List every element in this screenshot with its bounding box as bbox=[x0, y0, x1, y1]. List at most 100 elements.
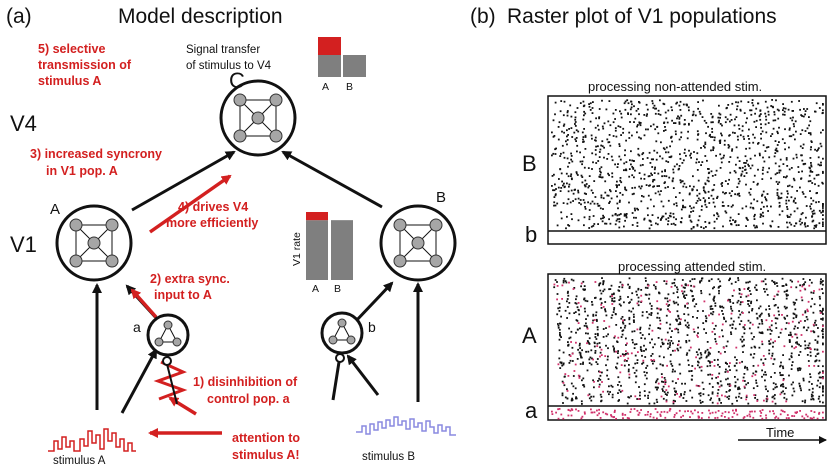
raster-top-spike bbox=[665, 146, 668, 149]
raster-bottom-spike bbox=[635, 375, 638, 378]
raster-bottom-spike bbox=[593, 386, 595, 389]
raster-bottom-control-spike bbox=[577, 374, 580, 377]
raster-top-spike bbox=[809, 207, 812, 210]
raster-top-spike bbox=[822, 223, 824, 226]
raster-top-spike bbox=[680, 136, 682, 139]
raster-top-spike bbox=[787, 192, 789, 195]
raster-bottom-spike bbox=[603, 288, 606, 291]
raster-control-a-spike bbox=[736, 413, 739, 416]
raster-bottom-control-spike bbox=[812, 323, 815, 326]
raster-control-a-spike bbox=[557, 408, 559, 411]
raster-bottom-control-spike bbox=[651, 329, 654, 332]
raster-top-spike bbox=[574, 125, 577, 127]
raster-top-spike bbox=[746, 159, 748, 162]
raster-bottom-spike bbox=[588, 358, 591, 361]
raster-bottom-spike bbox=[709, 364, 712, 367]
raster-bottom-control-spike bbox=[586, 342, 588, 345]
raster-bottom-control-spike bbox=[630, 352, 633, 355]
raster-bottom-spike bbox=[811, 297, 813, 300]
raster-top-spike bbox=[654, 166, 656, 169]
raster-bottom-spike bbox=[585, 318, 587, 320]
raster-bottom-spike bbox=[816, 340, 819, 343]
raster-top-spike bbox=[808, 174, 811, 177]
raster-bottom-spike bbox=[686, 307, 689, 309]
raster-control-a-spike bbox=[581, 415, 584, 418]
raster-top-spike bbox=[634, 117, 637, 120]
raster-bottom-spike bbox=[785, 297, 788, 300]
raster-top-spike bbox=[670, 136, 672, 139]
raster-top-spike bbox=[589, 120, 592, 123]
raster-top-spike bbox=[696, 189, 698, 192]
raster-top-spike bbox=[734, 221, 736, 224]
raster-bottom-spike bbox=[574, 302, 577, 304]
raster-bottom-spike bbox=[822, 317, 824, 320]
raster-control-a-spike bbox=[621, 414, 624, 416]
raster-bottom-control-spike bbox=[677, 378, 679, 380]
raster-bottom-spike bbox=[672, 300, 675, 303]
raster-top-spike bbox=[729, 171, 732, 174]
raster-top-spike bbox=[778, 126, 780, 129]
raster-top-spike bbox=[759, 213, 762, 216]
raster-bottom-spike bbox=[554, 279, 557, 281]
raster-top-spike bbox=[754, 226, 757, 229]
raster-control-a-spike bbox=[621, 412, 624, 415]
raster-bottom-spike bbox=[676, 347, 679, 350]
raster-bottom-spike bbox=[610, 284, 613, 287]
raster-bottom-spike bbox=[567, 341, 569, 343]
raster-top-spike bbox=[616, 180, 618, 183]
panel-b-label: (b) bbox=[470, 5, 496, 28]
raster-bottom-spike bbox=[635, 290, 638, 293]
raster-bottom-spike bbox=[768, 342, 771, 345]
raster-top-spike bbox=[782, 103, 784, 105]
raster-top-spike bbox=[597, 160, 600, 162]
raster-top-spike bbox=[741, 166, 744, 169]
node-c bbox=[219, 79, 297, 157]
raster-control-a-spike bbox=[569, 409, 572, 412]
raster-top-spike bbox=[735, 224, 738, 227]
raster-bottom-spike bbox=[755, 379, 757, 382]
raster-bottom-spike bbox=[821, 318, 824, 321]
raster-bottom-spike bbox=[592, 313, 595, 316]
raster-bottom-spike bbox=[674, 284, 676, 287]
raster-bottom-spike bbox=[559, 367, 562, 369]
raster-bottom-control-spike bbox=[573, 370, 576, 372]
raster-bottom-control-spike bbox=[730, 312, 733, 315]
red-arrow-disinhibition bbox=[168, 396, 197, 416]
raster-top-spike bbox=[789, 213, 792, 216]
raster-bottom-spike bbox=[615, 367, 618, 370]
raster-top-spike bbox=[820, 131, 822, 134]
raster-bottom-spike bbox=[558, 302, 561, 305]
raster-bottom-control-spike bbox=[754, 374, 757, 376]
raster-top-spike bbox=[731, 149, 733, 152]
raster-top-spike bbox=[714, 205, 716, 208]
raster-top-spike bbox=[672, 222, 675, 225]
raster-top-spike bbox=[773, 113, 776, 116]
raster-top-spike bbox=[634, 209, 636, 212]
raster-bottom-control-spike bbox=[614, 335, 616, 338]
raster-bottom-spike bbox=[583, 298, 585, 301]
raster-top-spike bbox=[622, 131, 624, 134]
raster-top-spike bbox=[710, 121, 713, 124]
raster-bottom-spike bbox=[749, 321, 752, 324]
raster-top-spike bbox=[783, 113, 786, 116]
raster-top-spike bbox=[706, 159, 708, 162]
raster-bottom-spike bbox=[607, 355, 609, 358]
raster-bottom-spike bbox=[692, 298, 695, 301]
raster-top-spike bbox=[628, 168, 631, 170]
raster-top-spike bbox=[708, 197, 710, 199]
raster-bottom-spike bbox=[561, 392, 564, 395]
raster-bottom-spike bbox=[574, 311, 577, 313]
raster-bottom-spike bbox=[782, 390, 784, 393]
raster-bottom-control-spike bbox=[617, 336, 620, 339]
raster-top-spike bbox=[698, 110, 701, 113]
raster-top-spike bbox=[809, 167, 811, 170]
raster-bottom-spike bbox=[579, 353, 582, 356]
raster-top-spike bbox=[801, 147, 804, 149]
raster-top-spike bbox=[717, 121, 720, 124]
raster-bottom-spike bbox=[770, 376, 772, 378]
raster-top-spike bbox=[678, 116, 681, 119]
raster-bottom-control-spike bbox=[738, 361, 741, 364]
raster-bottom-spike bbox=[773, 397, 776, 400]
raster-bottom-spike bbox=[710, 312, 712, 315]
raster-bottom-spike bbox=[817, 379, 819, 382]
